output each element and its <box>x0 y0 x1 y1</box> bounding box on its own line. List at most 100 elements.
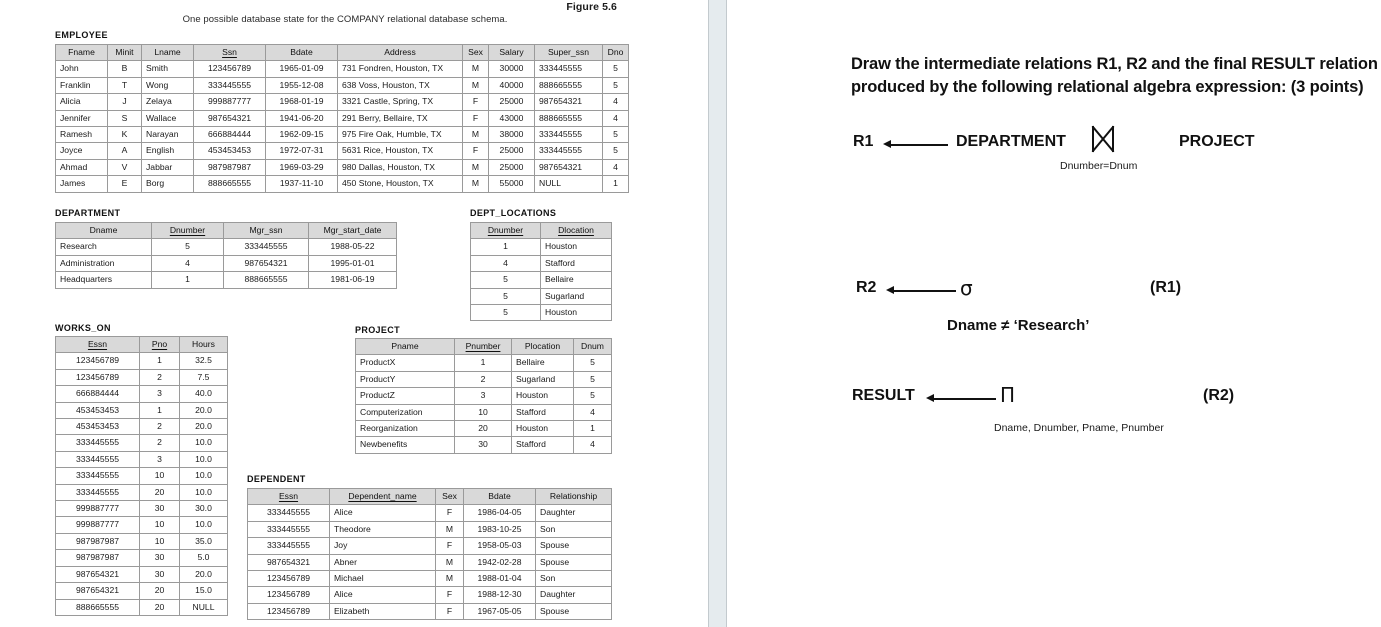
table-cell: 1 <box>573 420 612 438</box>
table-cell: 10 <box>139 467 180 485</box>
table-cell: 1967-05-05 <box>463 602 536 621</box>
table-cell: 38000 <box>488 126 535 144</box>
table-cell: 1 <box>470 238 541 256</box>
select-operator-symbol: σ <box>960 276 973 300</box>
column-header: Fname <box>55 43 108 62</box>
table-cell: Research <box>55 238 152 256</box>
table-cell: 987654321 <box>223 254 309 273</box>
table-cell: F <box>435 504 464 522</box>
table-cell: 5 <box>470 287 541 306</box>
table-cell: M <box>462 60 489 78</box>
table-cell: 10 <box>139 516 180 534</box>
table-cell: 5 <box>470 271 541 289</box>
table-cell: 1965-01-09 <box>265 60 338 78</box>
step3-assign-arrow <box>926 394 996 403</box>
table-cell: F <box>462 109 489 128</box>
table-cell: 2 <box>139 434 180 452</box>
table-cell: 888665555 <box>534 76 603 95</box>
table-cell: F <box>462 142 489 160</box>
table-cell: 1983-10-25 <box>463 520 536 539</box>
table-cell: 35.0 <box>179 532 228 551</box>
table-cell: M <box>462 76 489 95</box>
table-cell: 30 <box>454 436 512 454</box>
table-cell: 333445555 <box>193 76 266 95</box>
table-cell: 4 <box>573 403 612 422</box>
table-cell: Bellaire <box>540 271 612 289</box>
table-cell: Computerization <box>355 403 455 422</box>
table-title-dept-locations: DEPT_LOCATIONS <box>470 208 557 218</box>
question-pane: Draw the intermediate relations R1, R2 a… <box>728 0 1381 627</box>
table-cell: 10.0 <box>179 450 228 469</box>
column-header: Lname <box>141 43 194 62</box>
table-cell: 32.5 <box>179 352 228 370</box>
table-cell: 638 Voss, Houston, TX <box>337 76 463 95</box>
figure-number: Figure 5.6 <box>566 1 617 13</box>
table-cell: 4 <box>602 158 629 177</box>
table-cell: 5631 Rice, Houston, TX <box>337 142 463 160</box>
table-cell: 450 Stone, Houston, TX <box>337 175 463 193</box>
table-cell: 987987987 <box>55 532 140 551</box>
table-cell: 30 <box>139 565 180 584</box>
table-cell: 999887777 <box>55 516 140 534</box>
table-cell: 25000 <box>488 158 535 177</box>
table-cell: Houston <box>511 420 574 438</box>
table-cell: 987987987 <box>193 158 266 177</box>
column-header: Minit <box>107 43 142 62</box>
table-cell: Houston <box>540 304 612 322</box>
table-cell: 10.0 <box>179 434 228 452</box>
table-cell: Spouse <box>535 602 612 621</box>
table-cell: 3321 Castle, Spring, TX <box>337 93 463 111</box>
table-cell: M <box>435 520 464 539</box>
table-cell: Zelaya <box>141 93 194 111</box>
table-cell: M <box>462 158 489 177</box>
table-cell: 10 <box>454 403 512 422</box>
table-cell: 3 <box>139 385 180 403</box>
column-header: Address <box>337 43 463 62</box>
table-cell: 1988-01-04 <box>463 570 536 588</box>
table-cell: 5 <box>602 76 629 95</box>
table-cell: Jennifer <box>55 109 108 128</box>
table-cell: Theodore <box>329 520 436 539</box>
table-cell: 888665555 <box>193 175 266 193</box>
table-cell: Spouse <box>535 553 612 572</box>
table-cell: Narayan <box>141 126 194 144</box>
table-cell: 1968-01-19 <box>265 93 338 111</box>
table-cell: Son <box>535 520 612 539</box>
step1-assign-arrow <box>883 140 948 149</box>
table-cell: 987654321 <box>247 553 330 572</box>
column-header: Dnumber <box>151 221 224 240</box>
table-cell: Stafford <box>540 254 612 273</box>
table-cell: 666884444 <box>55 385 140 403</box>
project-operator-symbol: Π <box>1000 383 1016 407</box>
column-header: Pname <box>355 337 455 356</box>
table-cell: 30000 <box>488 60 535 78</box>
column-header: Bdate <box>463 487 536 506</box>
table-cell: 980 Dallas, Houston, TX <box>337 158 463 177</box>
table-cell: Houston <box>511 387 574 405</box>
table-cell: 333445555 <box>247 520 330 539</box>
table-cell: M <box>435 553 464 572</box>
column-header: Dname <box>55 221 152 240</box>
step2-assign-arrow <box>886 286 956 295</box>
